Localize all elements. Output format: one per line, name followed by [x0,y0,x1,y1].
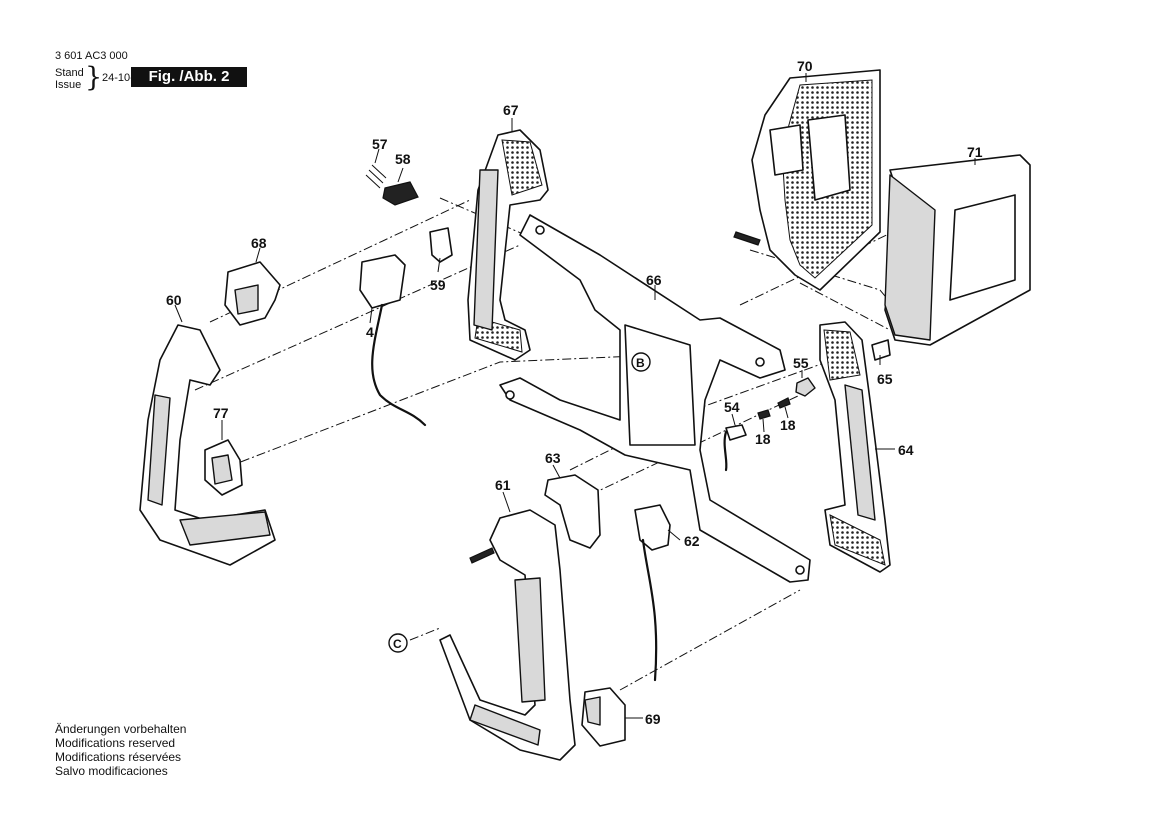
part-labels: 57 58 59 68 60 4 77 67 66 70 71 55 65 54… [166,58,983,727]
label-55: 55 [793,355,809,371]
note-english: Modifications reserved [55,736,176,750]
label-4: 4 [366,324,374,340]
label-65: 65 [877,371,893,387]
label-18-b: 18 [780,417,796,433]
label-67: 67 [503,102,519,118]
part-18-screw-second [777,397,791,409]
label-61: 61 [495,477,511,493]
stand-label: Stand [55,67,84,79]
part-59-clip [429,227,453,263]
part-58-button [382,181,419,206]
figure-label: Fig. /Abb. 2 [131,67,247,87]
label-68: 68 [251,235,267,251]
part-67-side-panel [467,129,549,361]
issue-label: Issue [55,79,82,91]
part-69-end-cap [581,687,626,747]
label-70: 70 [797,58,813,74]
label-71: 71 [967,144,983,160]
screw-70 [733,231,761,246]
part-71-handle-frame [884,154,1031,346]
part-55-nut [795,377,816,397]
part-61-handle [439,509,576,761]
reference-marker-b: B [631,352,651,372]
label-18-a: 18 [755,431,771,447]
screw-61 [469,547,495,564]
reference-marker-c: C [388,633,408,653]
part-54-contact [723,424,747,472]
label-57: 57 [372,136,388,152]
part-64-side-panel [819,321,891,573]
label-66: 66 [646,272,662,288]
header-brace: } [85,62,103,93]
document-number: 3 601 AC3 000 [55,50,128,62]
part-60-left-handle [139,324,276,566]
note-spanish: Salvo modificaciones [55,764,168,778]
label-77: 77 [213,405,229,421]
part-63-end-cap [544,474,601,549]
label-69: 69 [645,711,661,727]
label-59: 59 [430,277,446,293]
label-62: 62 [684,533,700,549]
label-54: 54 [724,399,740,415]
label-60: 60 [166,292,182,308]
leader-lines [174,73,976,719]
label-58: 58 [395,151,411,167]
part-57-spring [365,164,387,189]
part-62-switch-with-cable [634,504,671,682]
part-68-end-cap [224,261,281,326]
part-18-screw [757,409,771,420]
part-4-switch-with-cable [359,254,427,427]
marker-b-letter: B [636,356,645,370]
label-63: 63 [545,450,561,466]
modifications-notes: Änderungen vorbehalten Modifications res… [55,722,186,778]
part-70-speaker-grille [751,69,881,291]
note-french: Modifications réservées [55,750,182,764]
marker-c-letter: C [393,637,402,651]
label-64: 64 [898,442,914,458]
note-german: Änderungen vorbehalten [55,722,187,736]
part-65-clip [871,339,891,361]
part-77-end-cap [204,439,243,496]
